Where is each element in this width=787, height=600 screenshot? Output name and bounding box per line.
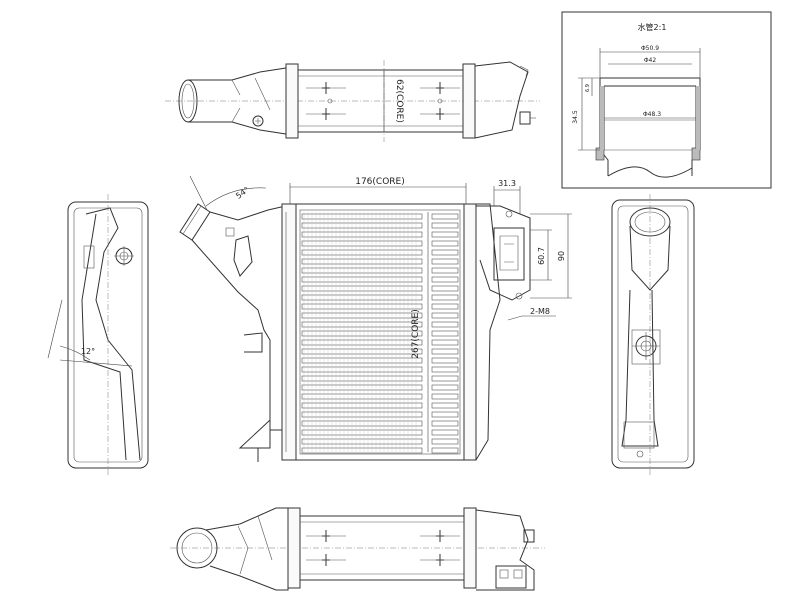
- right-side-frame: [611, 199, 695, 469]
- dim-dia-outer: Φ50.9: [641, 45, 659, 52]
- fin-row: [431, 339, 459, 346]
- fin-row: [301, 393, 423, 400]
- fin-row: [301, 294, 423, 301]
- fin-row: [431, 348, 459, 355]
- fin-row: [431, 213, 459, 220]
- fin-row: [301, 249, 423, 256]
- fin-row: [431, 375, 459, 382]
- fin-row: [431, 240, 459, 247]
- fin-row: [301, 420, 423, 427]
- fin-row: [301, 213, 423, 220]
- pipe-detail-box: 水管2:1 Φ50.9 Φ42 Φ48.3 34.5 6.9: [561, 11, 772, 189]
- fin-row: [431, 312, 459, 319]
- fin-row: [301, 429, 423, 436]
- fin-row: [301, 330, 423, 337]
- dim-height-bead: 6.9: [585, 84, 591, 92]
- fin-row: [431, 294, 459, 301]
- right-side-view: [611, 194, 695, 476]
- pipe-section: [595, 77, 701, 178]
- top-mount-hole: [252, 115, 264, 127]
- fin-row: [301, 438, 423, 445]
- fin-row: [431, 429, 459, 436]
- fin-row: [301, 312, 423, 319]
- fin-row: [301, 411, 423, 418]
- bottom-inlet-pipe: [176, 527, 218, 569]
- dim-dia-inner: Φ48.3: [643, 111, 661, 118]
- fin-row: [301, 402, 423, 409]
- fin-row: [301, 303, 423, 310]
- fin-row: [431, 258, 459, 265]
- fin-row: [301, 375, 423, 382]
- fin-row: [431, 357, 459, 364]
- dim-core-height: 267(CORE): [411, 309, 421, 359]
- fin-row: [431, 321, 459, 328]
- fin-row: [301, 258, 423, 265]
- fin-row: [431, 276, 459, 283]
- fin-row: [301, 276, 423, 283]
- fin-row: [301, 267, 423, 274]
- fin-row: [301, 240, 423, 247]
- fin-row: [301, 384, 423, 391]
- fin-row: [431, 393, 459, 400]
- fin-row: [301, 357, 423, 364]
- front-inlet-pipe: [179, 203, 211, 241]
- left-side-view: 12°: [47, 194, 149, 476]
- fin-row: [431, 447, 459, 454]
- dim-thread: 2-M8: [530, 307, 550, 316]
- fin-row: [301, 321, 423, 328]
- fin-row: [301, 339, 423, 346]
- detail-title: 水管2:1: [638, 22, 667, 32]
- fin-row: [431, 285, 459, 292]
- fin-row: [301, 231, 423, 238]
- dim-height-total: 34.5: [572, 110, 579, 124]
- dim-bracket-width: 31.3: [498, 179, 516, 188]
- fin-row: [431, 411, 459, 418]
- front-bracket: [476, 205, 531, 301]
- dim-dia-mid: Φ42: [644, 57, 657, 64]
- fin-row: [301, 222, 423, 229]
- dim-core-width: 176(CORE): [355, 177, 405, 187]
- fin-row: [431, 222, 459, 229]
- dim-core-depth: 62(CORE): [394, 79, 404, 123]
- fin-row: [431, 267, 459, 274]
- fin-row: [301, 285, 423, 292]
- bottom-bracket: [495, 565, 527, 589]
- left-side-pipe: [85, 207, 141, 461]
- fin-row: [431, 420, 459, 427]
- fin-row: [301, 366, 423, 373]
- fin-row: [431, 231, 459, 238]
- front-view: 176(CORE) 54° 267(CORE): [179, 175, 572, 462]
- bottom-view: [170, 507, 545, 591]
- fin-row: [431, 438, 459, 445]
- fin-row: [431, 303, 459, 310]
- fin-row: [301, 348, 423, 355]
- core-fins: [301, 212, 459, 454]
- detail-frame: [561, 11, 772, 189]
- fin-row: [431, 249, 459, 256]
- fin-row: [431, 330, 459, 337]
- fin-row: [431, 384, 459, 391]
- dim-bracket-h2: 90: [557, 251, 566, 261]
- top-view: 62(CORE): [165, 60, 540, 142]
- fin-row: [301, 447, 423, 454]
- dim-side-angle: 12°: [81, 347, 95, 356]
- dim-inlet-angle: 54°: [234, 185, 251, 201]
- fin-row: [431, 366, 459, 373]
- fin-row: [431, 402, 459, 409]
- dim-bracket-h1: 60.7: [537, 247, 546, 265]
